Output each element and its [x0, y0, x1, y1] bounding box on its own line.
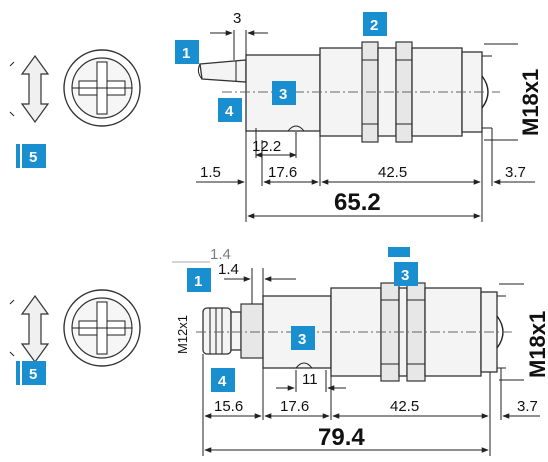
svg-text:5: 5 [29, 366, 37, 383]
svg-text:5: 5 [29, 149, 37, 166]
dim-15-6: 15.6 [214, 398, 243, 415]
dim-42-5: 42.5 [390, 398, 419, 415]
dim-12-2: 12.2 [252, 138, 281, 155]
svg-text:1: 1 [182, 45, 190, 62]
dim-17-6: 17.6 [280, 398, 309, 415]
dim-1-4-ghost: 1.4 [210, 246, 231, 263]
svg-text:4: 4 [218, 373, 227, 390]
svg-text:3: 3 [401, 267, 409, 284]
thread-label: M18x1 [518, 69, 543, 136]
svg-text:3: 3 [279, 86, 287, 103]
dim-total: 79.4 [318, 424, 365, 451]
connector-m12 [202, 307, 232, 355]
dim-42-5: 42.5 [378, 164, 407, 181]
dim-total: 65.2 [334, 189, 381, 216]
svg-text:4: 4 [225, 103, 234, 120]
dim-1-5: 1.5 [200, 164, 221, 181]
badge-5-bottom: 5 [16, 361, 46, 385]
badge-4: 4 [211, 368, 235, 392]
sensor-housing-rear [245, 54, 321, 132]
dim-3-7: 3.7 [517, 398, 538, 415]
badge-3-body: 3 [291, 326, 315, 350]
cable [199, 59, 247, 83]
thread-label: M18x1 [525, 311, 548, 378]
svg-text:2: 2 [370, 17, 378, 34]
badge-2: 2 [363, 12, 387, 36]
lens-face-icon [63, 289, 141, 367]
bottom-front-view [9, 289, 141, 367]
badge-4: 4 [218, 98, 242, 122]
dim-3-7: 3.7 [505, 164, 526, 181]
svg-text:3: 3 [298, 331, 306, 348]
badge-1: 1 [175, 40, 199, 64]
top-front-view [9, 49, 141, 127]
badge-partial [388, 247, 410, 257]
badge-3: 3 [272, 81, 296, 105]
rotation-arrow-icon [20, 294, 50, 364]
rotation-arrow-icon [20, 54, 50, 124]
dim-17-6: 17.6 [268, 164, 297, 181]
dim-3: 3 [233, 10, 241, 27]
top-side-view: 3 12.2 1.5 17.6 42.5 3.7 65.2 M18x1 1 [175, 10, 543, 222]
badge-5-top: 5 [16, 144, 46, 168]
lens-face-icon [63, 49, 141, 127]
badge-3-top: 3 [394, 262, 418, 286]
badge-1: 1 [187, 268, 211, 292]
connector-thread-label: M12x1 [175, 315, 190, 354]
svg-text:1: 1 [194, 273, 202, 290]
dim-1-4: 1.4 [218, 261, 239, 278]
dim-11: 11 [302, 371, 318, 388]
bottom-side-view: 1.4 1.4 11 15.6 17.6 42.5 3.7 79.4 M12x1 [172, 246, 548, 456]
